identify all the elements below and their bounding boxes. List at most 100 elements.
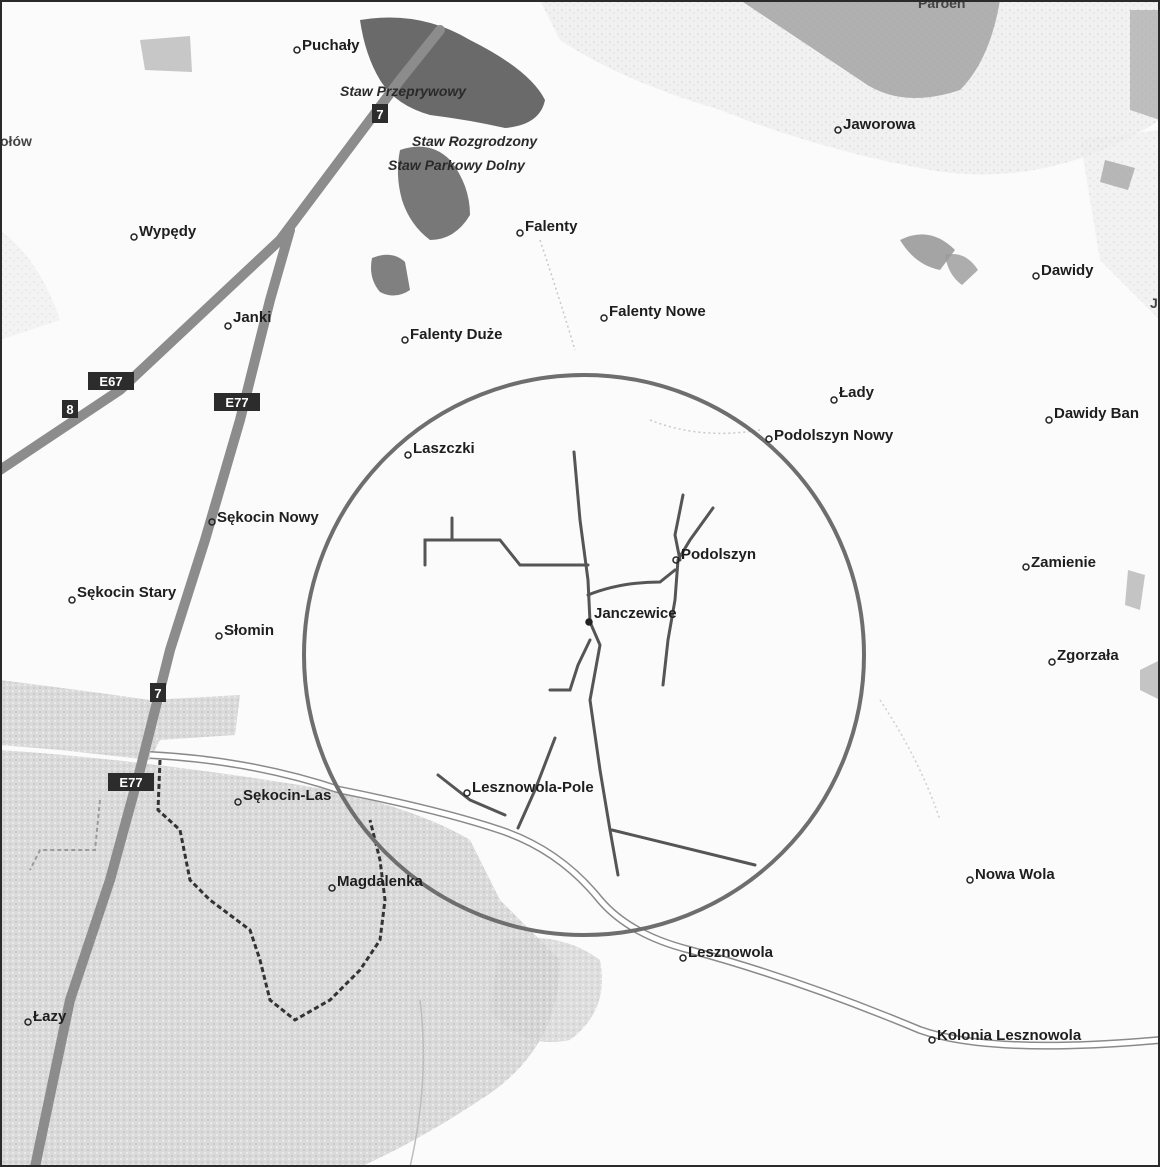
svg-text:Wypędy: Wypędy: [139, 223, 197, 240]
route-shield-e67: E67: [88, 372, 134, 390]
place-marker-icon: [68, 596, 76, 604]
place-sekocin-las[interactable]: Sękocin-Las: [234, 787, 331, 806]
place-marker-icon: [1048, 658, 1056, 666]
place-falenty[interactable]: Falenty: [516, 218, 578, 237]
place-podolszyn-nowy[interactable]: Podolszyn Nowy: [765, 427, 894, 444]
edge-label-left: ołów: [0, 133, 32, 149]
place-laszczki[interactable]: Laszczki: [404, 440, 475, 459]
place-falenty-nowe[interactable]: Falenty Nowe: [600, 303, 706, 322]
place-dawidy-bankowe[interactable]: Dawidy Ban: [1045, 405, 1139, 424]
place-slomin[interactable]: Słomin: [215, 622, 274, 640]
place-zgorzala[interactable]: Zgorzała: [1048, 647, 1119, 666]
svg-text:Dawidy Ban: Dawidy Ban: [1054, 405, 1139, 422]
place-marker-icon: [224, 322, 232, 330]
place-marker-icon: [928, 1036, 936, 1044]
place-marker-icon: [328, 884, 336, 892]
place-marker-icon: [672, 556, 680, 564]
place-marker-icon: [966, 876, 974, 884]
place-marker-icon: [585, 618, 593, 626]
dark-fields: [140, 0, 1160, 700]
svg-text:Podolszyn: Podolszyn: [681, 546, 756, 563]
water-label-staw-parkowy-dolny: Staw Parkowy Dolny: [388, 157, 526, 173]
svg-text:Nowa Wola: Nowa Wola: [975, 866, 1055, 883]
place-marker-icon: [516, 229, 524, 237]
place-marker-icon: [24, 1018, 32, 1026]
terrain-texture: [0, 0, 1160, 340]
place-falenty-duze[interactable]: Falenty Duże: [401, 326, 503, 344]
place-marker-icon: [600, 314, 608, 322]
place-marker-icon: [463, 789, 471, 797]
place-lady[interactable]: Łady: [830, 384, 875, 404]
place-marker-icon: [401, 336, 409, 344]
svg-text:E77: E77: [225, 395, 248, 410]
place-marker-icon: [130, 233, 138, 241]
place-marker-icon: [293, 46, 301, 54]
place-marker-icon: [215, 632, 223, 640]
place-janczewice[interactable]: Janczewice: [585, 605, 677, 626]
place-nowa-wola[interactable]: Nowa Wola: [966, 866, 1055, 884]
place-lesznowola-pole[interactable]: Lesznowola-Pole: [463, 779, 594, 797]
place-marker-icon: [1045, 416, 1053, 424]
place-podolszyn[interactable]: Podolszyn: [672, 546, 756, 564]
built-up-area: [0, 680, 602, 1167]
place-marker-icon: [679, 954, 687, 962]
route-shield-7-bottom: 7: [150, 683, 166, 702]
svg-text:Janczewice: Janczewice: [594, 605, 677, 622]
place-lazy[interactable]: Łazy: [24, 1008, 67, 1026]
svg-text:Słomin: Słomin: [224, 622, 274, 639]
place-marker-icon: [834, 126, 842, 134]
place-marker-icon: [1022, 563, 1030, 571]
place-kolonia-lesznowola[interactable]: Kolonia Lesznowola: [928, 1027, 1082, 1044]
svg-text:Falenty: Falenty: [525, 218, 578, 235]
svg-text:Sękocin-Las: Sękocin-Las: [243, 787, 331, 804]
svg-text:Sękocin Stary: Sękocin Stary: [77, 584, 177, 601]
place-lesznowola[interactable]: Lesznowola: [679, 944, 774, 962]
place-magdalenka[interactable]: Magdalenka: [328, 873, 424, 892]
svg-text:Sękocin Nowy: Sękocin Nowy: [217, 509, 319, 526]
svg-text:7: 7: [376, 107, 383, 122]
route-shield-e77-bottom: E77: [108, 773, 154, 791]
svg-text:Łazy: Łazy: [33, 1008, 67, 1025]
svg-text:Lesznowola-Pole: Lesznowola-Pole: [472, 779, 594, 796]
place-jaworowa[interactable]: Jaworowa: [834, 116, 916, 134]
svg-text:8: 8: [66, 402, 73, 417]
svg-text:E67: E67: [99, 374, 122, 389]
water-bodies: [360, 17, 545, 296]
svg-text:E77: E77: [119, 775, 142, 790]
highways: [0, 25, 445, 1167]
water-label-staw-przeprywowy: Staw Przeprywowy: [340, 83, 467, 99]
place-zamienie[interactable]: Zamienie: [1022, 554, 1096, 571]
svg-text:Falenty Nowe: Falenty Nowe: [609, 303, 706, 320]
place-sekocin-stary[interactable]: Sękocin Stary: [68, 584, 177, 604]
route-shield-8: 8: [62, 400, 78, 418]
svg-text:Magdalenka: Magdalenka: [337, 873, 424, 890]
svg-text:Zamienie: Zamienie: [1031, 554, 1096, 571]
place-wypedy[interactable]: Wypędy: [130, 223, 197, 241]
administrative-boundary: [29, 759, 387, 1022]
place-marker-icon: [404, 451, 412, 459]
road-network: [423, 450, 757, 877]
svg-text:Janki: Janki: [233, 309, 271, 326]
place-sekocin-nowy[interactable]: Sękocin Nowy: [208, 509, 319, 526]
svg-text:Łady: Łady: [839, 384, 875, 401]
svg-text:Falenty Duże: Falenty Duże: [410, 326, 503, 343]
svg-text:Dawidy: Dawidy: [1041, 262, 1094, 279]
place-puchaly[interactable]: Puchały: [293, 37, 360, 54]
place-marker-icon: [830, 396, 838, 404]
place-marker-icon: [1032, 272, 1040, 280]
search-radius-circle: [302, 373, 866, 937]
place-dawidy[interactable]: Dawidy: [1032, 262, 1094, 280]
svg-text:Jaworowa: Jaworowa: [843, 116, 916, 133]
svg-text:Lesznowola: Lesznowola: [688, 944, 774, 961]
place-marker-icon: [765, 435, 773, 443]
edge-label-top: Paroen: [918, 0, 965, 11]
edge-label-right: J: [1150, 295, 1158, 311]
place-marker-icon: [208, 518, 216, 526]
minor-tracks: [409, 239, 941, 1167]
place-janki[interactable]: Janki: [224, 309, 271, 330]
route-shield-e77-mid: E77: [214, 393, 260, 411]
svg-text:7: 7: [154, 686, 161, 701]
